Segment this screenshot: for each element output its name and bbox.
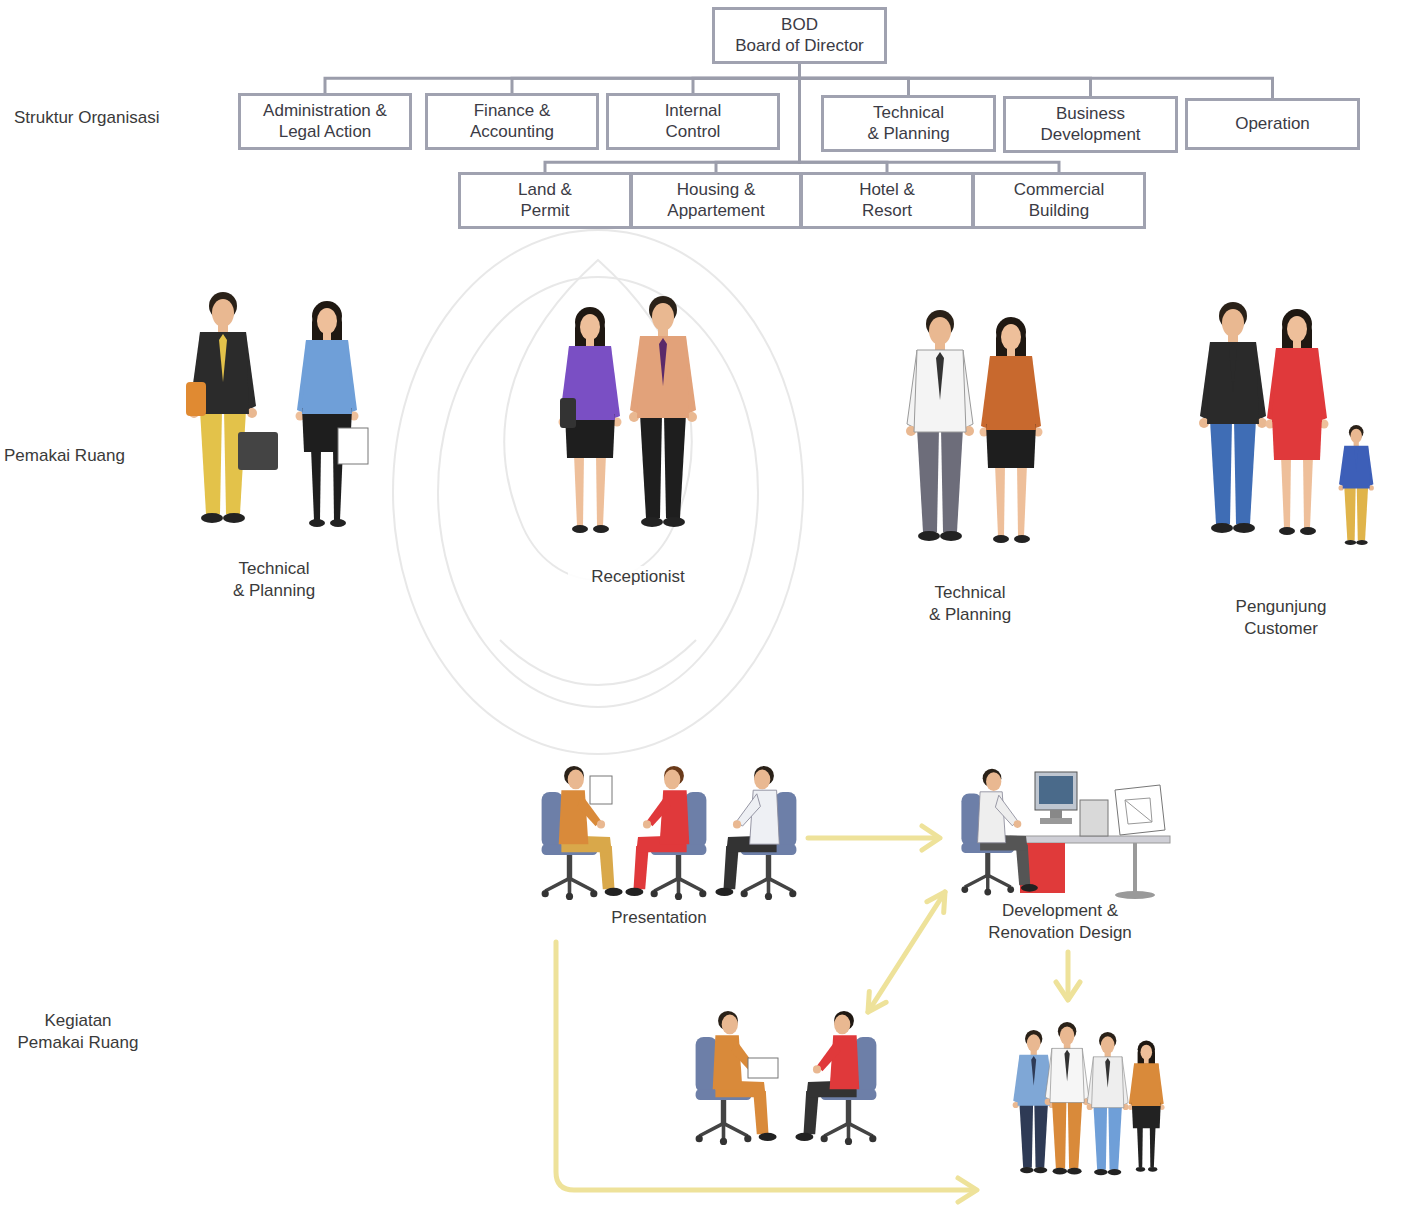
man-figure [1199,302,1267,533]
desk-base [1115,891,1155,899]
document [748,1058,778,1078]
figure-caption: Pengunjung Customer [1226,596,1336,640]
arrow-head [958,1178,977,1202]
briefcase [238,432,278,470]
watermark-base [500,640,696,685]
woman-figure [980,317,1043,543]
org-connector [800,64,1273,99]
figure-caption: Development & Renovation Design [981,900,1139,944]
arrow-head [927,892,945,913]
box-title: Technical & Planning [866,102,952,145]
people-group [186,292,368,527]
flow-arrows [556,826,1080,1202]
figure-caption: Presentation [594,907,724,929]
flow-arrow [808,836,938,841]
figure-caption: Technical & Planning [231,558,317,602]
computer-case [1080,800,1108,836]
seated-figure [625,766,706,900]
keyboard [1040,818,1072,824]
arrow-head [1056,982,1080,1000]
watermark-logo [393,230,803,754]
box-title: Internal Control [646,100,741,143]
document [590,776,612,804]
figure-caption: Technical & Planning [927,582,1013,626]
document [338,428,368,464]
box-title: Housing & Appartement [656,179,776,222]
flow-arrow [1066,952,1071,998]
section-label: Struktur Organisasi [14,107,184,129]
drawing-sheet [1115,785,1165,835]
presentation-scene [542,766,797,900]
org-connector [325,64,800,94]
section-label: Kegiatan Pemakai Ruang [13,1010,143,1054]
man-figure [629,296,697,527]
box-title: Administration & Legal Action [261,100,389,143]
woman-figure [1266,309,1329,535]
arrow-head [868,992,886,1013]
flow-arrow [868,892,945,1012]
man-figure [1045,1022,1090,1174]
seated-figure [961,769,1038,896]
box-title: Hotel & Resort [850,179,925,222]
box-title: Operation [1235,113,1310,134]
woman-figure [559,307,622,533]
people-group [906,310,1043,543]
box-title: Commercial Building [999,179,1119,222]
department-box: Technical & Planning [821,95,996,152]
consultation-scene [696,1011,877,1145]
woman-figure [296,301,359,527]
seated-figure [542,766,623,900]
man-figure [1087,1032,1129,1175]
monitor-stand [1050,810,1062,818]
bag [560,398,576,428]
department-box: Finance & Accounting [425,93,599,150]
org-connector [512,64,800,94]
woman-figure [1128,1041,1165,1172]
department-box: Internal Control [606,93,780,150]
department-box: Housing & Appartement [630,172,802,229]
people-group [1199,302,1374,545]
box-subtitle: Board of Director [735,35,864,56]
department-box: Operation [1185,98,1360,150]
desk-top [1010,836,1170,843]
man-figure [906,310,974,541]
department-box: Commercial Building [972,172,1146,229]
people-group [559,296,698,533]
section-label: Pemakai Ruang [4,445,154,467]
flow-arrow [556,942,975,1190]
board-box: BODBoard of Director [712,7,887,64]
department-box: Business Development [1003,96,1178,153]
design-scene [961,769,1170,899]
arrow-head [922,826,940,850]
department-box: Hotel & Resort [800,172,974,229]
seated-figure [715,766,796,900]
screen [1039,776,1073,804]
watermark-ring [438,277,758,707]
seated-figure [795,1011,876,1145]
box-title: Business Development [1033,103,1148,146]
watermark-ring [393,230,803,754]
box-title: BOD [781,14,818,35]
bag [186,382,206,416]
monitor [1035,772,1077,810]
sketch-lines [1125,798,1152,824]
org-connector [693,64,800,94]
department-box: Administration & Legal Action [238,93,412,150]
box-title: Land & Permit [510,179,580,222]
box-title: Finance & Accounting [457,100,567,143]
department-box: Land & Permit [458,172,632,229]
figure-caption: Receptionist [568,566,708,588]
meeting-scene [1013,1022,1165,1175]
desk-leg [1133,843,1137,892]
child-figure [1339,425,1374,545]
